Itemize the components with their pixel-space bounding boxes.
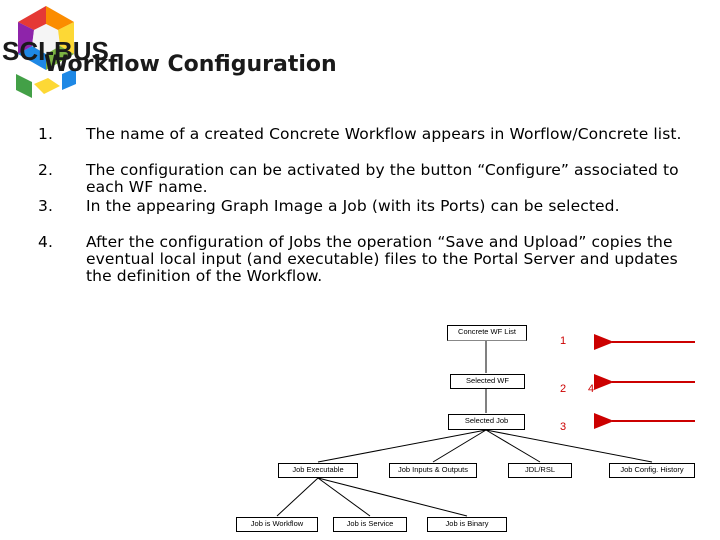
list-item-number: 4.	[38, 233, 53, 251]
list-item: 4. After the configuration of Jobs the o…	[38, 234, 698, 285]
connector-line	[317, 429, 487, 463]
list-item-text: After the configuration of Jobs the oper…	[86, 233, 678, 285]
node-job-is-service: Job is Service	[333, 517, 407, 532]
list-item-number: 3.	[38, 197, 53, 215]
marker-3: 3	[560, 421, 567, 433]
list-item-text: The configuration can be activated by th…	[86, 161, 679, 196]
node-job-is-workflow: Job is Workflow	[236, 517, 318, 532]
connector-line	[432, 429, 487, 463]
steps-list: 1. The name of a created Concrete Workfl…	[38, 126, 698, 287]
connector-line	[317, 477, 468, 517]
page-title: Workflow Configuration	[44, 52, 337, 77]
marker-4: 4	[588, 383, 595, 395]
list-item: 3. In the appearing Graph Image a Job (w…	[38, 198, 698, 232]
list-item-text: In the appearing Graph Image a Job (with…	[86, 197, 620, 215]
node-concrete-wf-list: Concrete WF List	[447, 325, 527, 341]
connector-line	[485, 429, 653, 463]
marker-2: 2	[560, 383, 567, 395]
node-jdl-rsl: JDL/RSL	[508, 463, 572, 478]
connector-line	[276, 477, 319, 517]
node-job-config-history: Job Config. History	[609, 463, 695, 478]
sci-bus-logo: SCI-BUS	[2, 6, 109, 98]
list-item-number: 2.	[38, 161, 53, 179]
marker-1: 1	[560, 335, 567, 347]
connector-line	[485, 429, 541, 463]
logo-text: SCI-BUS	[2, 36, 109, 66]
list-item-text: The name of a created Concrete Workflow …	[86, 125, 682, 143]
node-selected-wf: Selected WF	[450, 374, 525, 389]
node-selected-job: Selected Job	[448, 414, 525, 430]
node-job-is-binary: Job is Binary	[427, 517, 507, 532]
connector-line	[317, 477, 371, 517]
list-item: 1. The name of a created Concrete Workfl…	[38, 126, 698, 160]
node-job-inputs-outputs: Job Inputs & Outputs	[389, 463, 477, 478]
list-item: 2. The configuration can be activated by…	[38, 162, 698, 196]
node-job-executable: Job Executable	[278, 463, 358, 478]
list-item-number: 1.	[38, 125, 53, 143]
